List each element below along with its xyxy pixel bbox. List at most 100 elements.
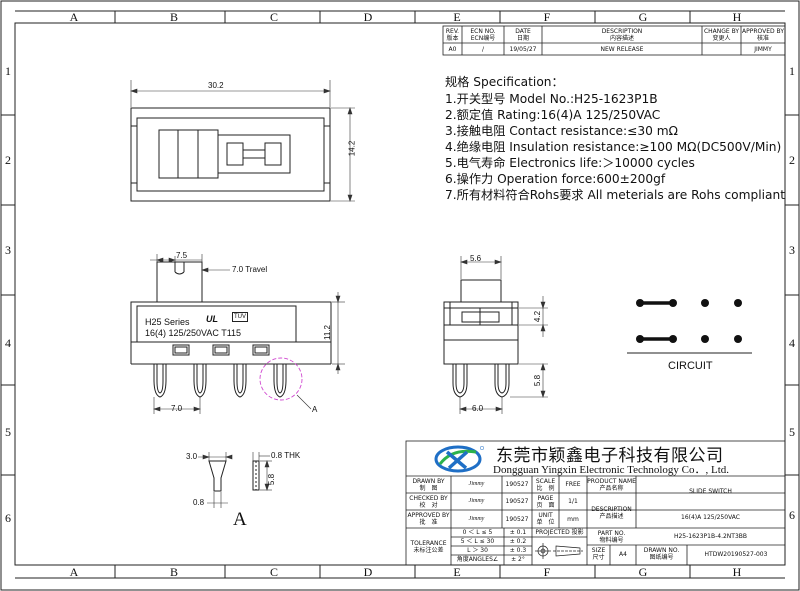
- rev-header: REV.版本: [445, 28, 460, 42]
- zone-row-1-right: 1: [789, 64, 795, 78]
- zone-row-5-right: 5: [789, 425, 795, 439]
- projection-symbol-icon: [535, 543, 583, 559]
- zone-col-h: H: [732, 10, 742, 24]
- zone-col-e-bottom: E: [453, 565, 461, 579]
- description-value-tb: 16(4)A 125/250VAC: [681, 514, 740, 521]
- ecn-header: ECN NO.ECN编号: [470, 28, 496, 42]
- tolerance-value-1: ± 0.1: [509, 529, 527, 536]
- page-value: 1/1: [568, 498, 578, 505]
- zone-col-e: E: [453, 10, 461, 24]
- detail-ref-label: A: [312, 405, 318, 414]
- size-value: A4: [619, 551, 627, 558]
- zone-col-c-bottom: C: [269, 565, 278, 579]
- spec-item-7: 7.所有材料符合Rohs要求 All meterials are Rohs co…: [445, 188, 785, 202]
- tolerance-range-4: 角度ANGLES∠: [456, 556, 499, 563]
- checked-by-date: 190527: [505, 498, 529, 505]
- zone-col-b-bottom: B: [169, 565, 178, 579]
- zone-row-6: 6: [5, 511, 11, 525]
- zone-row-2: 2: [5, 153, 11, 167]
- zone-row-4-right: 4: [789, 336, 795, 350]
- zone-row-2-right: 2: [789, 153, 795, 167]
- front-series-text: H25 Series: [145, 317, 190, 327]
- company-logo-icon: [434, 445, 485, 473]
- top-view: [130, 107, 331, 202]
- dim-top-width: 30.2: [208, 81, 224, 90]
- zone-col-a-bottom: A: [69, 565, 79, 579]
- product-name-value: SLIDE SWITCH: [689, 488, 732, 495]
- zone-col-c: C: [269, 10, 278, 24]
- spec-title: 规格 Specification：: [445, 75, 564, 89]
- approved-by-name: Jimmy: [468, 516, 485, 522]
- side-view-dimensions: [459, 256, 548, 414]
- dim-front-height: 11.2: [322, 325, 332, 340]
- dim-detail-height: 5.8: [267, 473, 277, 486]
- zone-col-f-bottom: F: [543, 565, 551, 579]
- part-no-label: PART NO.物料编号: [597, 530, 626, 544]
- zone-row-1: 1: [5, 64, 11, 78]
- drawn-no-value: HTDW20190527-003: [704, 551, 768, 558]
- circuit-label: CIRCUIT: [668, 360, 713, 372]
- tolerance-value-4: ± 2°: [511, 556, 525, 563]
- spec-item-1: 1.开关型号 Model No.:H25-1623P1B: [445, 92, 658, 106]
- checked-by-name: Jimmy: [468, 498, 485, 504]
- dim-side-knob: 5.6: [470, 254, 482, 263]
- tolerance-range-1: 0 ＜ L ≤ 5: [462, 529, 493, 536]
- zone-row-5: 5: [5, 425, 11, 439]
- detail-a-dimensions: [198, 452, 272, 508]
- zone-row-3-right: 3: [789, 243, 795, 257]
- zone-ticks: [1, 10, 799, 579]
- ul-cert-mark: UL: [206, 314, 218, 324]
- drawn-by-date: 190527: [505, 481, 529, 488]
- projected-label: PROJECTED 投影: [535, 529, 584, 536]
- title-block-grid: [405, 440, 786, 566]
- circuit-diagram: [627, 299, 752, 354]
- zone-row-3: 3: [5, 243, 11, 257]
- dim-top-height: 14.2: [347, 140, 357, 157]
- dim-detail-thk: 0.8 THK: [271, 451, 301, 460]
- approved-by-value: JIMMY: [754, 46, 772, 53]
- part-no-value: H25-1623P1B-4.2NT3BB: [673, 533, 748, 540]
- zone-col-d-bottom: D: [363, 565, 373, 579]
- zone-col-g: G: [638, 10, 648, 24]
- ecn-value: /: [481, 46, 485, 53]
- spec-item-4: 4.绝缘电阻 Insulation resistance:≥100 MΩ(DC5…: [445, 140, 782, 154]
- front-view: [130, 261, 332, 398]
- spec-item-2: 2.额定值 Rating:16(4)A 125/250VAC: [445, 108, 661, 122]
- zone-col-g-bottom: G: [638, 565, 648, 579]
- approved-by-date: 190527: [505, 516, 529, 523]
- dim-detail-width: 3.0: [186, 452, 198, 461]
- tolerance-value-2: ± 0.2: [509, 538, 527, 545]
- zone-col-a: A: [69, 10, 79, 24]
- unit-value: mm: [567, 516, 579, 523]
- dim-side-pin: 5.8: [533, 374, 543, 387]
- dim-detail-pin: 0.8: [193, 498, 205, 507]
- top-view-dimensions: [130, 80, 355, 202]
- description-value: NEW RELEASE: [600, 46, 644, 53]
- zone-col-f: F: [543, 10, 551, 24]
- tuv-cert-mark: TÜV: [232, 312, 248, 322]
- drawn-no-label: DRAWN NO.图纸编号: [643, 547, 680, 561]
- spec-item-5: 5.电气寿命 Electronics life:＞10000 cycles: [445, 156, 695, 170]
- dim-front-pitch: 7.0: [171, 404, 183, 413]
- zone-col-b: B: [169, 10, 178, 24]
- tolerance-range-3: L ＞ 30: [467, 547, 488, 554]
- front-rating-text: 16(4) 125/250VAC T115: [145, 328, 242, 338]
- zone-col-h-bottom: H: [732, 565, 742, 579]
- rev-value: A0: [448, 46, 457, 53]
- dim-front-knob: 7.5: [176, 251, 188, 260]
- date-value: 19/05/27: [509, 46, 537, 53]
- company-name-en: Dongguan Yingxin Electronic Technology C…: [493, 464, 730, 476]
- zone-row-6-right: 6: [789, 508, 795, 522]
- revision-table-grid: [442, 25, 786, 56]
